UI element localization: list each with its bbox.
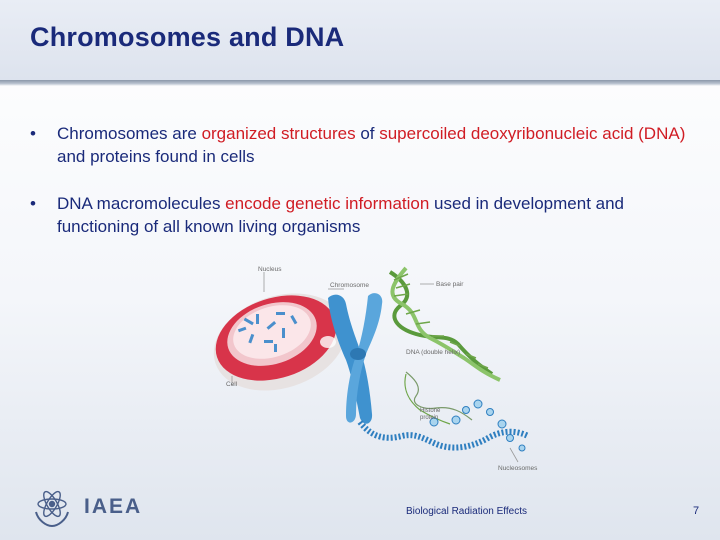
label-nucleosomes: Nucleosomes (498, 465, 538, 472)
label-dna-double-helix: DNA (double helix) (406, 349, 460, 356)
highlight-text-segment: encode genetic information (225, 194, 430, 213)
label-histone: Histone (420, 408, 441, 414)
label-base-pair: Base pair (436, 281, 464, 288)
bullet-icon: • (30, 194, 36, 213)
title-divider (0, 80, 720, 86)
bullet-text-segment: Chromosomes are (57, 124, 202, 143)
chromatin-coil-illustration (357, 371, 530, 451)
highlight-text-segment: organized structures (201, 124, 356, 143)
chromosome-illustration (328, 293, 383, 424)
iaea-logo: IAEA (35, 490, 142, 528)
bullet-item-dna: • DNA macromolecules encode genetic info… (28, 192, 698, 238)
iaea-atom-logo-icon (35, 490, 69, 528)
bullet-list: • Chromosomes are organized structures o… (28, 122, 698, 262)
slide-title: Chromosomes and DNA (30, 22, 345, 52)
bullet-text-segment: and proteins found in cells (57, 147, 255, 166)
footer-title: Biological Radiation Effects (406, 506, 527, 517)
bullet-text-segment: DNA macromolecules (57, 194, 226, 213)
cell-illustration (213, 293, 347, 391)
bullet-text-segment: used in development and functioning of a… (57, 194, 625, 236)
label-cell: Cell (226, 381, 238, 388)
label-chromosome: Chromosome (330, 282, 369, 289)
dna-helix-illustration (388, 266, 501, 382)
label-nucleus: Nucleus (258, 266, 282, 273)
bullet-text-segment: of (355, 124, 380, 143)
label-histone-line2: protein (420, 415, 438, 421)
iaea-logo-text: IAEA (84, 495, 142, 518)
chromosome-dna-illustration: Nucleus Cell Chromosome Base pair DNA (d… (213, 266, 538, 472)
page-number: 7 (693, 505, 700, 517)
nucleosome-illustration (429, 399, 526, 452)
highlight-text-segment: supercoiled deoxyribonucleic acid (DNA) (379, 124, 686, 143)
bullet-item-chromosomes: • Chromosomes are organized structures o… (28, 122, 698, 168)
bullet-icon: • (30, 124, 36, 143)
